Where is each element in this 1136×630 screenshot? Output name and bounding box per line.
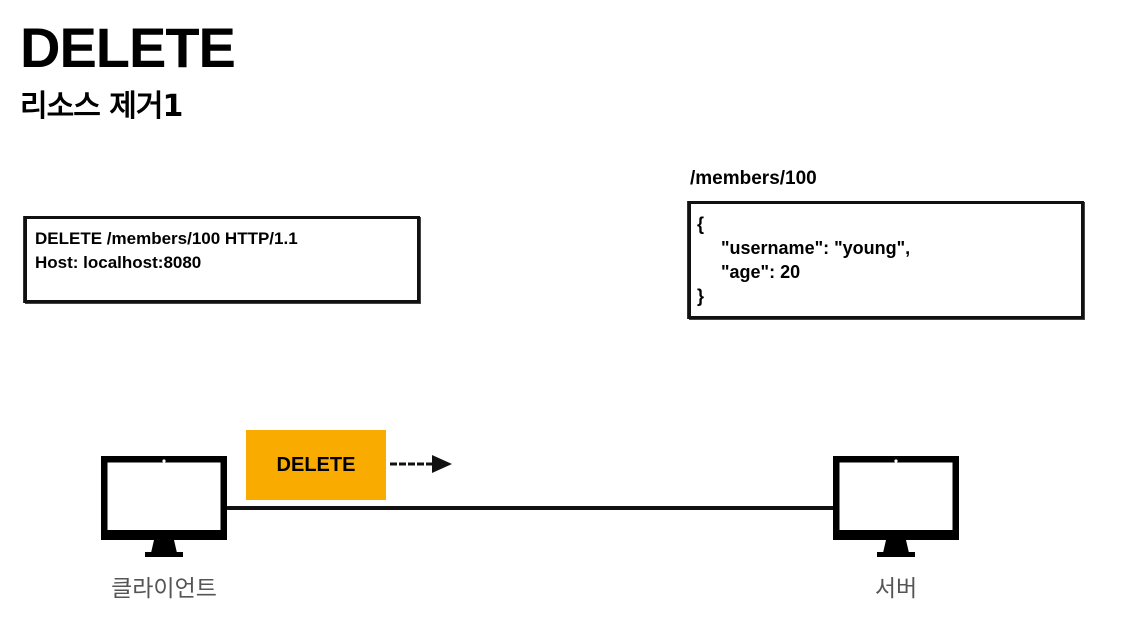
delete-method-badge: DELETE	[246, 430, 386, 500]
page-title: DELETE	[20, 16, 236, 79]
json-close-brace: }	[697, 286, 705, 306]
json-age-field: "age": 20	[721, 262, 801, 282]
client-monitor-icon	[101, 456, 227, 557]
request-message-box: DELETE /members/100 HTTP/1.1 Host: local…	[24, 216, 420, 303]
client-label: 클라이언트	[111, 576, 217, 602]
resource-path: /members/100	[690, 168, 817, 189]
json-open-brace: {	[697, 214, 705, 234]
resource-json-box: { "username": "young", "age": 20 }	[688, 201, 1084, 319]
request-line: DELETE /members/100 HTTP/1.1	[35, 229, 298, 248]
request-host-header: Host: localhost:8080	[35, 253, 202, 272]
server-label: 서버	[874, 576, 918, 602]
server-monitor-icon	[833, 456, 959, 557]
json-username-field: "username": "young",	[721, 238, 911, 258]
connection-line	[226, 506, 838, 510]
page-subtitle: 리소스 제거1	[20, 89, 183, 124]
arrow-right-icon	[390, 455, 452, 473]
